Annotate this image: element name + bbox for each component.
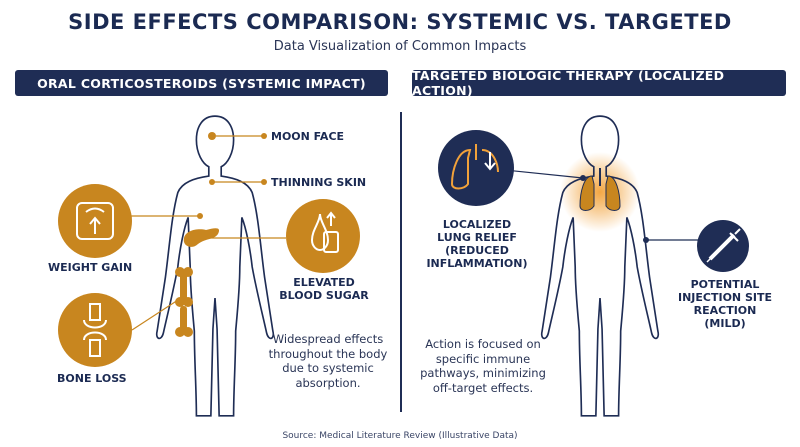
lungs-icon: [579, 168, 621, 211]
moon-face-label: MOON FACE: [271, 130, 345, 143]
lung-relief-label: LOCALIZED LUNG RELIEF (REDUCED INFLAMMAT…: [426, 218, 528, 270]
scale-icon: [58, 184, 132, 258]
syringe-icon: [697, 220, 749, 272]
pancreas-icon: [183, 228, 220, 247]
moon-face-marker: [208, 132, 216, 140]
knee-joint-icon: [58, 293, 132, 367]
blood-sugar-label: ELEVATED BLOOD SUGAR: [279, 276, 369, 302]
lungs-callout-icon: [438, 130, 514, 206]
panel-divider: [400, 112, 402, 412]
page-title: SIDE EFFECTS COMPARISON: SYSTEMIC VS. TA…: [68, 10, 732, 34]
right-description: Action is focused on specific immune pat…: [420, 337, 546, 395]
thinning-skin-label: THINNING SKIN: [271, 176, 367, 189]
injection-site-label: POTENTIAL INJECTION SITE REACTION (MILD): [678, 278, 772, 330]
source-note: Source: Medical Literature Review (Illus…: [282, 431, 518, 441]
left-body-outline: [155, 115, 275, 417]
bone-icon: [175, 267, 193, 337]
weight-gain-label: WEIGHT GAIN: [48, 261, 133, 274]
right-panel-banner: TARGETED BIOLOGIC THERAPY (LOCALIZED ACT…: [412, 68, 786, 98]
left-description: Widespread effects throughout the body d…: [268, 332, 388, 390]
glucose-meter-icon: [286, 199, 360, 273]
lung-glow: [560, 152, 640, 232]
left-panel-banner: ORAL CORTICOSTEROIDS (SYSTEMIC IMPACT): [15, 70, 388, 96]
bone-loss-label: BONE LOSS: [57, 372, 127, 385]
page-subtitle: Data Visualization of Common Impacts: [273, 39, 527, 54]
